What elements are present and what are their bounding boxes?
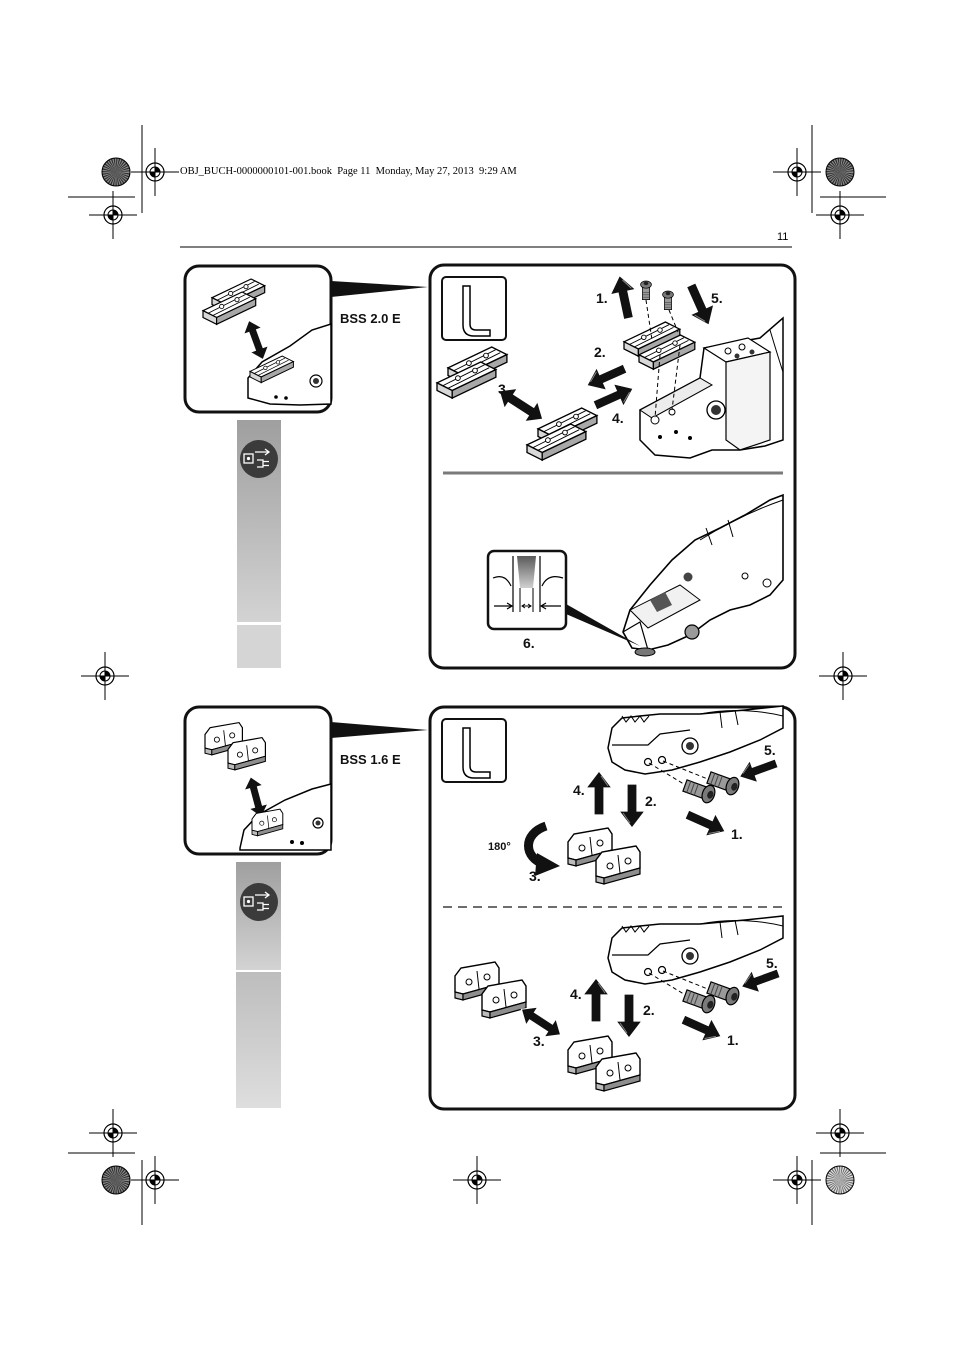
model-label: BSS 2.0 E <box>340 311 401 326</box>
step-label: 3. <box>529 868 541 884</box>
overview-panel-bss-2-0 <box>183 264 333 414</box>
step-label: 5. <box>711 290 723 306</box>
registration-mark-icon <box>818 651 868 701</box>
rotate-180-arrow-icon <box>524 821 560 876</box>
model-label: BSS 1.6 E <box>340 752 401 767</box>
registration-mark-icon <box>80 651 130 701</box>
step-label: 4. <box>612 410 624 426</box>
callout-pointer <box>331 722 428 738</box>
tool-head-bss-2-0 <box>639 316 784 459</box>
step-label: 4. <box>570 986 582 1002</box>
instruction-panel-bss-2-0: 1. 5. 2. 3. 4. <box>428 263 797 670</box>
step-label: 1. <box>731 826 743 842</box>
detail-callout-pointer <box>566 604 640 646</box>
color-dial-icon <box>826 1166 854 1194</box>
color-dial-icon <box>826 158 854 186</box>
step-label: 1. <box>596 290 608 306</box>
tool-screw-center <box>313 378 319 384</box>
print-header-file-info: OBJ_BUCH-0000000101-001.book Page 11 Mon… <box>180 166 517 177</box>
step-label: 5. <box>764 742 776 758</box>
tool-hole <box>300 841 304 845</box>
step-label: 2. <box>594 344 606 360</box>
step-label: 2. <box>643 1002 655 1018</box>
step-label: 1. <box>727 1032 739 1048</box>
step-label: 3. <box>498 381 510 397</box>
tool-screw-center <box>315 820 321 826</box>
step-label: 4. <box>573 782 585 798</box>
registration-mark-icon <box>815 190 865 240</box>
registration-mark-icon <box>130 1155 180 1205</box>
section-bss-1-6: BSS 1.6 E <box>183 705 797 1111</box>
tool-hole <box>290 840 294 844</box>
rotation-label: 180° <box>488 841 511 853</box>
gap-detail-magnifier <box>486 549 568 631</box>
unplug-power-icon <box>240 440 278 478</box>
callout-pointer <box>331 281 428 297</box>
sidebar-strip <box>236 862 281 1108</box>
shears-tool-bss-2-0 <box>622 493 784 657</box>
section-bss-2-0: BSS 2.0 E <box>183 263 797 670</box>
registration-mark-icon <box>88 1108 138 1158</box>
instruction-panel-bss-1-6: 5. 4. 2. 1. 180° 3. 5. <box>428 705 797 1111</box>
overview-panel-bss-1-6 <box>183 705 333 856</box>
registration-mark-icon <box>130 147 180 197</box>
step-label: 5. <box>766 955 778 971</box>
registration-mark-icon <box>772 1155 822 1205</box>
color-dial-icon <box>102 158 130 186</box>
tool-hole <box>284 396 288 400</box>
hex-key-icon <box>441 276 507 341</box>
screw <box>640 280 652 300</box>
unplug-power-icon <box>240 883 278 921</box>
registration-mark-icon <box>815 1108 865 1158</box>
sidebar-block <box>237 625 281 668</box>
sidebar-strip <box>237 420 281 668</box>
tool-hole <box>274 395 278 399</box>
step-label: 6. <box>523 635 535 651</box>
registration-mark-icon <box>88 190 138 240</box>
registration-mark-icon <box>772 147 822 197</box>
step-label: 2. <box>645 793 657 809</box>
step-label: 3. <box>533 1033 545 1049</box>
registration-mark-icon <box>452 1155 502 1205</box>
color-dial-icon <box>102 1166 130 1194</box>
trim-marks <box>68 125 886 1225</box>
page-number: 11 <box>777 231 789 243</box>
screw <box>662 290 674 310</box>
sidebar-block <box>236 972 281 1108</box>
hex-key-icon <box>441 718 507 783</box>
